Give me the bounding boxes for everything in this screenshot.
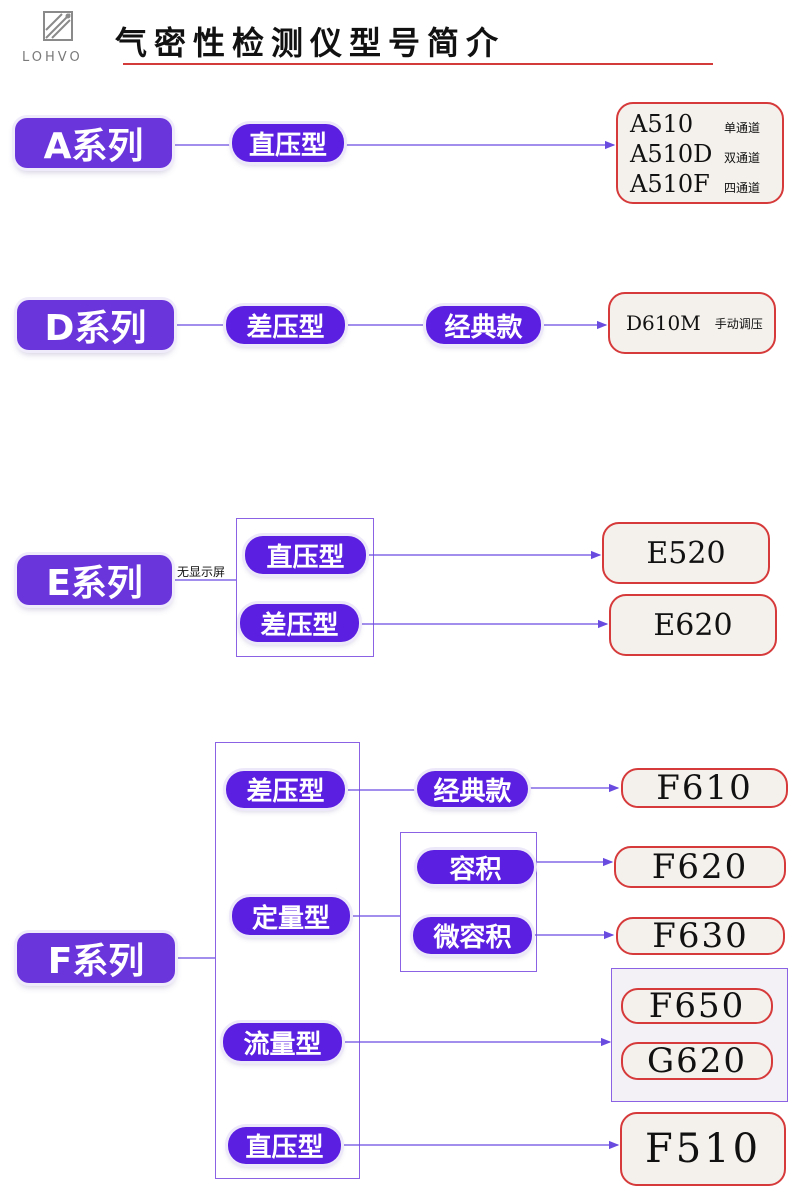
series-f-label: F系列 xyxy=(17,933,175,983)
model-name: F620 xyxy=(651,847,749,887)
f-variant-pill: 微容积 xyxy=(413,917,532,954)
f-model-box: F650 xyxy=(621,986,773,1026)
logo-text: LOHVO xyxy=(22,50,83,65)
model-row: A510 单通道 xyxy=(630,110,782,140)
f-type-pill: 差压型 xyxy=(226,771,345,808)
f-variant-pill: 经典款 xyxy=(417,771,528,807)
model-name: A510 xyxy=(630,110,694,138)
model-note: 手动调压 xyxy=(714,316,763,331)
model-name: F510 xyxy=(644,1126,762,1172)
model-row: A510F 四通道 xyxy=(630,170,782,200)
f-model-box: F620 xyxy=(614,846,786,888)
page-title: 气密性检测仪型号简介 xyxy=(115,24,506,62)
model-name: F630 xyxy=(652,916,749,956)
model-note: 四通道 xyxy=(724,181,761,195)
f-variant-pill: 容积 xyxy=(417,850,534,885)
title-underline xyxy=(123,63,713,65)
e-type-pill: 差压型 xyxy=(240,604,359,642)
e-model-box: E520 xyxy=(602,522,770,584)
model-name: F610 xyxy=(656,768,753,808)
e-model-box: E620 xyxy=(609,594,777,656)
d-variant-pill: 经典款 xyxy=(426,306,541,344)
model-name: F650 xyxy=(648,986,746,1026)
model-name: D610M xyxy=(626,311,701,335)
model-name: G620 xyxy=(646,1041,748,1081)
e-type-pill: 直压型 xyxy=(245,536,366,574)
a-type-pill: 直压型 xyxy=(232,124,344,162)
model-row: A510D 双通道 xyxy=(630,140,782,170)
f-types-group xyxy=(215,742,360,1179)
model-name: A510F xyxy=(630,170,710,198)
f-model-box: G620 xyxy=(621,1041,773,1081)
f-type-pill: 直压型 xyxy=(228,1127,341,1164)
model-name: A510D xyxy=(630,140,713,168)
f-model-box: F630 xyxy=(616,916,785,956)
f-model-box: F610 xyxy=(621,768,788,808)
a-models-box: A510 单通道 A510D 双通道 A510F 四通道 xyxy=(616,102,784,204)
f-type-pill: 定量型 xyxy=(232,897,350,935)
model-note: 双通道 xyxy=(724,151,761,165)
model-name: E620 xyxy=(653,607,733,643)
d-model-box: D610M 手动调压 xyxy=(608,292,776,354)
f-type-pill: 流量型 xyxy=(223,1023,342,1061)
d-type-pill: 差压型 xyxy=(226,306,345,344)
lohvo-logo-icon xyxy=(43,11,73,41)
model-name: E520 xyxy=(646,535,726,571)
e-no-display-note: 无显示屏 xyxy=(177,565,226,579)
model-note: 单通道 xyxy=(724,121,761,135)
series-e-label: E系列 xyxy=(17,555,172,605)
series-a-label: A系列 xyxy=(15,118,172,168)
f-model-box: F510 xyxy=(620,1112,786,1186)
series-d-label: D系列 xyxy=(17,300,174,350)
